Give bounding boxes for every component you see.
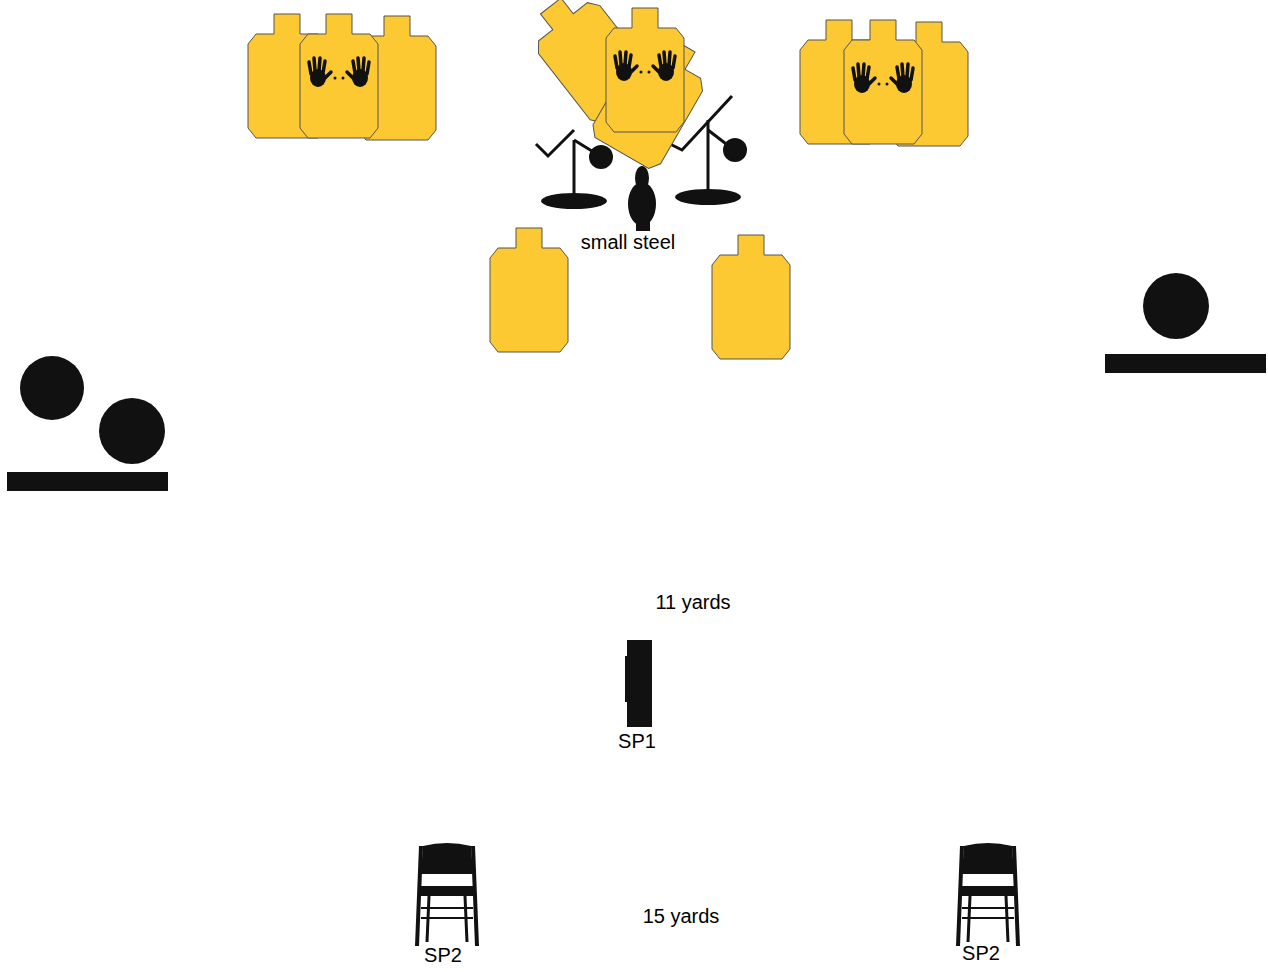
steel-plate-rack [7, 356, 168, 491]
start-position-label: SP1 [616, 730, 658, 753]
target-label: small steel [579, 231, 677, 254]
target-group [800, 20, 968, 146]
distance-label: 11 yards [653, 591, 732, 614]
start-position-label: SP2 [960, 942, 1002, 965]
target-group [520, 0, 718, 172]
target-group [490, 228, 790, 359]
chair [417, 843, 1018, 946]
steel-plate-rack [1105, 273, 1266, 373]
distance-label: 15 yards [641, 905, 722, 928]
start-position-barricade [625, 640, 652, 727]
start-position-label: SP2 [422, 944, 464, 967]
target-group [248, 14, 436, 140]
